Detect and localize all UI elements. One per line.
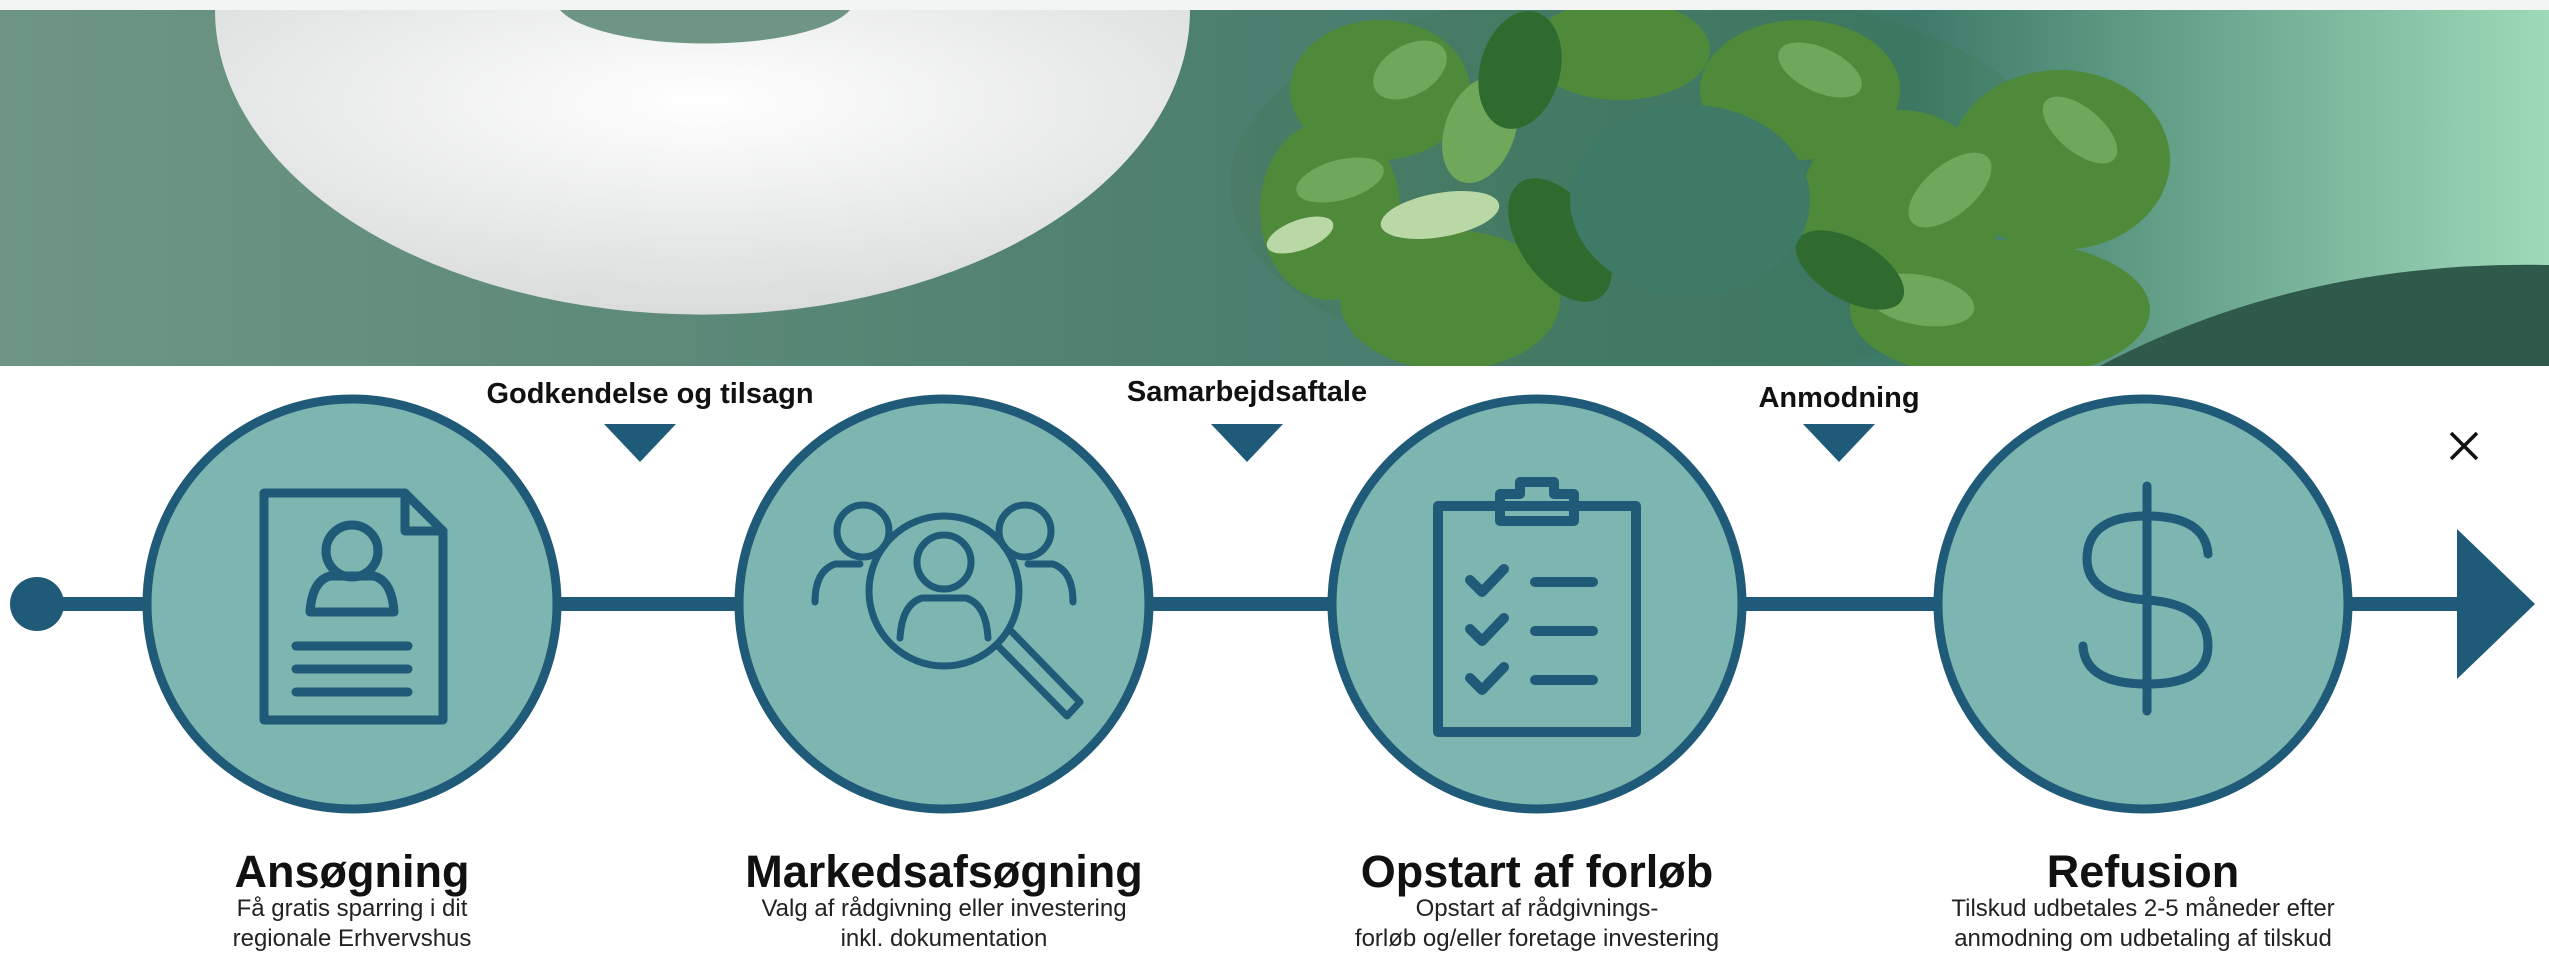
step-title: Refusion — [2046, 846, 2240, 897]
step-title: Markedsafsøgning — [745, 846, 1143, 897]
document-person-icon — [259, 488, 448, 725]
description-line: Tilskud udbetales 2-5 måneder efter — [1951, 895, 2335, 922]
close-button[interactable] — [2444, 426, 2484, 466]
step-circle-3 — [1327, 394, 1747, 814]
step-description: Tilskud udbetales 2-5 måneder efter anmo… — [1951, 894, 2334, 954]
description-line: anmodning om udbetaling af tilskud — [1954, 925, 2332, 952]
timeline-arrow-icon — [2457, 529, 2535, 679]
step-circle-2 — [734, 394, 1154, 814]
description-line: inkl. dokumentation — [840, 925, 1048, 952]
people-search-icon — [811, 501, 1084, 720]
step-circle-4 — [1933, 394, 2353, 814]
milestone-triangle-icon — [604, 424, 676, 462]
description-line: forløb og/eller foretage investering — [1354, 925, 1720, 952]
clipboard-checklist-icon — [1433, 477, 1641, 737]
step-title: Ansøgning — [234, 846, 470, 897]
description-line: regionale Erhvervshus — [232, 925, 472, 952]
hero-banner-image — [0, 10, 2549, 366]
description-line: Valg af rådgivning eller investering — [761, 895, 1127, 922]
milestone-label: Godkendelse og tilsagn — [486, 378, 814, 410]
step-description: Valg af rådgivning eller investering ink… — [761, 894, 1126, 954]
close-icon — [2449, 431, 2479, 461]
step-title: Opstart af forløb — [1360, 846, 1714, 897]
description-line: Få gratis sparring i dit — [236, 895, 468, 922]
step-description: Opstart af rådgivnings- forløb og/eller … — [1355, 894, 1719, 954]
milestone-label: Anmodning — [1758, 382, 1920, 414]
milestone-triangle-icon — [1211, 424, 1283, 462]
description-line: Opstart af rådgivnings- — [1415, 895, 1659, 922]
process-timeline: Godkendelse og tilsagn Samarbejdsaftale … — [0, 366, 2549, 967]
dollar-icon — [2078, 481, 2213, 716]
step-description: Få gratis sparring i dit regionale Erhve… — [233, 894, 472, 954]
milestone-triangle-icon — [1803, 424, 1875, 462]
milestone-label: Samarbejdsaftale — [1126, 376, 1368, 408]
timeline-start-dot — [10, 577, 64, 631]
top-bar — [0, 0, 2549, 10]
step-circle-1 — [142, 394, 562, 814]
foliage-ring — [1230, 10, 2170, 366]
